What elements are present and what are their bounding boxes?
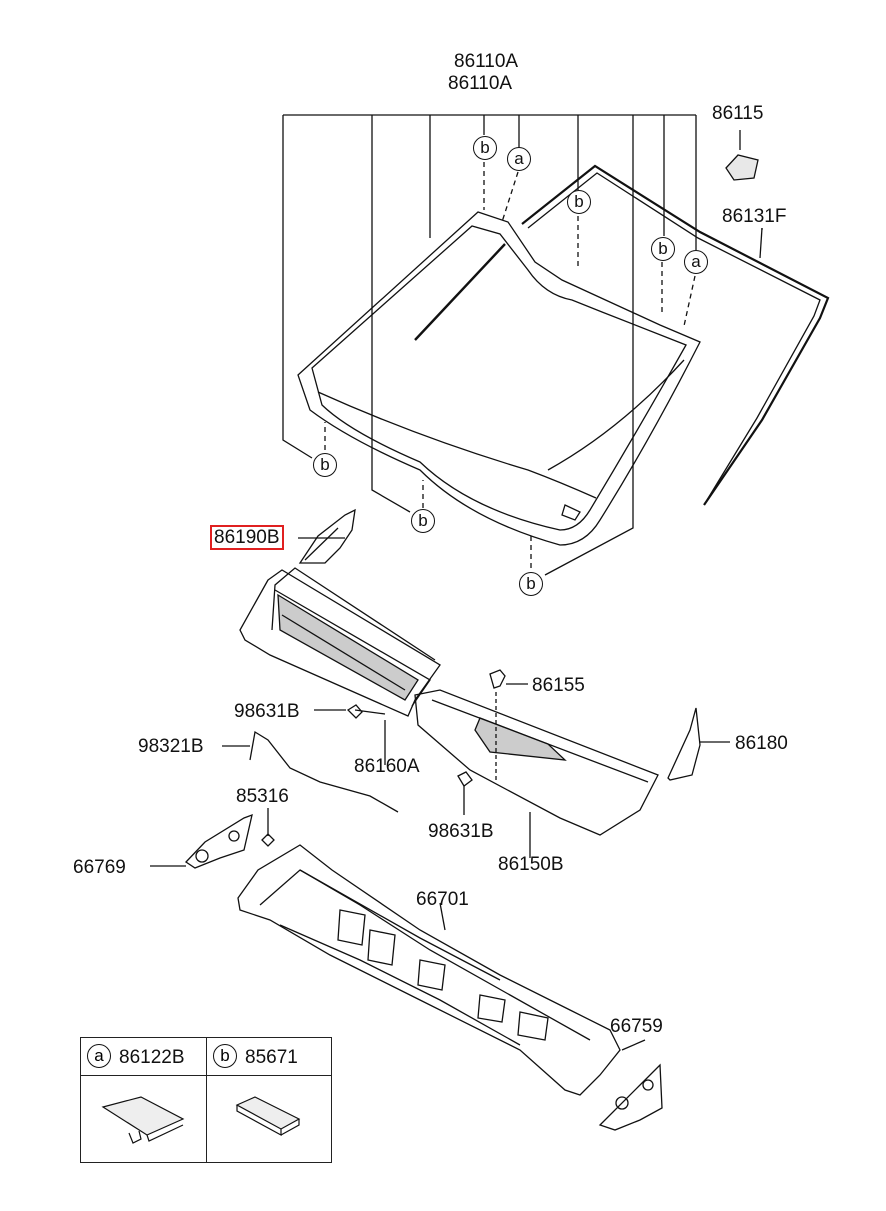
washer-hose	[249, 730, 399, 813]
part-label-98321b: 98321B	[138, 736, 204, 757]
legend-header-b: b 85671	[207, 1038, 331, 1076]
part-label-86190b: 86190B	[210, 525, 284, 550]
part-label-86115: 86115	[712, 103, 764, 124]
part-label-66759: 66759	[610, 1016, 663, 1037]
legend-symbol-a: a	[87, 1044, 111, 1068]
part-label-98631b-right: 98631B	[428, 821, 494, 842]
callout-a: a	[684, 250, 708, 274]
part-label-86160a: 86160A	[354, 756, 420, 777]
part-label-86110a-1: 86110A	[454, 51, 519, 72]
part-label-86180: 86180	[735, 733, 788, 754]
callout-b: b	[651, 237, 675, 261]
part-label-86155: 86155	[532, 675, 585, 696]
leader-86110a-5	[544, 115, 634, 576]
legend-code-a: 86122B	[119, 1047, 185, 1068]
fastener-cap	[725, 154, 759, 181]
leader-86110a-left	[282, 115, 313, 459]
cowl-cover-right	[414, 689, 659, 836]
part-label-66701: 66701	[416, 889, 469, 910]
legend-cell-b: b 85671	[207, 1038, 331, 1162]
callout-b: b	[313, 453, 337, 477]
bracket-66759	[598, 1063, 663, 1131]
callout-a: a	[507, 147, 531, 171]
part-label-66769: 66769	[73, 857, 126, 878]
legend-cell-a: a 86122B	[81, 1038, 207, 1162]
legend-part-b-illustration	[235, 1096, 301, 1137]
legend-symbol-b: b	[213, 1044, 237, 1068]
nut-right	[457, 771, 473, 787]
callout-b: b	[567, 190, 591, 214]
cowl-end-cover	[667, 707, 701, 781]
part-label-86110a-2: 86110A	[448, 73, 513, 94]
legend-part-a-illustration	[101, 1096, 185, 1144]
nut-left	[346, 704, 363, 719]
callout-b: b	[519, 572, 543, 596]
bracket-66769	[184, 813, 253, 869]
part-label-86131f: 86131F	[722, 206, 787, 227]
part-label-98631b-left: 98631B	[234, 701, 300, 722]
part-label-85316: 85316	[236, 786, 289, 807]
cowl-bracket	[298, 508, 356, 564]
callout-b: b	[411, 509, 435, 533]
callout-b: b	[473, 136, 497, 160]
windshield-glass	[297, 211, 701, 546]
windshield-moulding	[521, 164, 830, 506]
cowl-cover-left	[239, 569, 441, 717]
part-label-86150b: 86150B	[498, 854, 564, 875]
cowl-panel	[237, 844, 621, 1096]
clip	[489, 669, 506, 689]
legend-table: a 86122B b 85671	[80, 1037, 332, 1163]
legend-header-a: a 86122B	[81, 1038, 206, 1076]
leader-86110a-2	[371, 115, 411, 513]
legend-code-b: 85671	[245, 1047, 298, 1068]
